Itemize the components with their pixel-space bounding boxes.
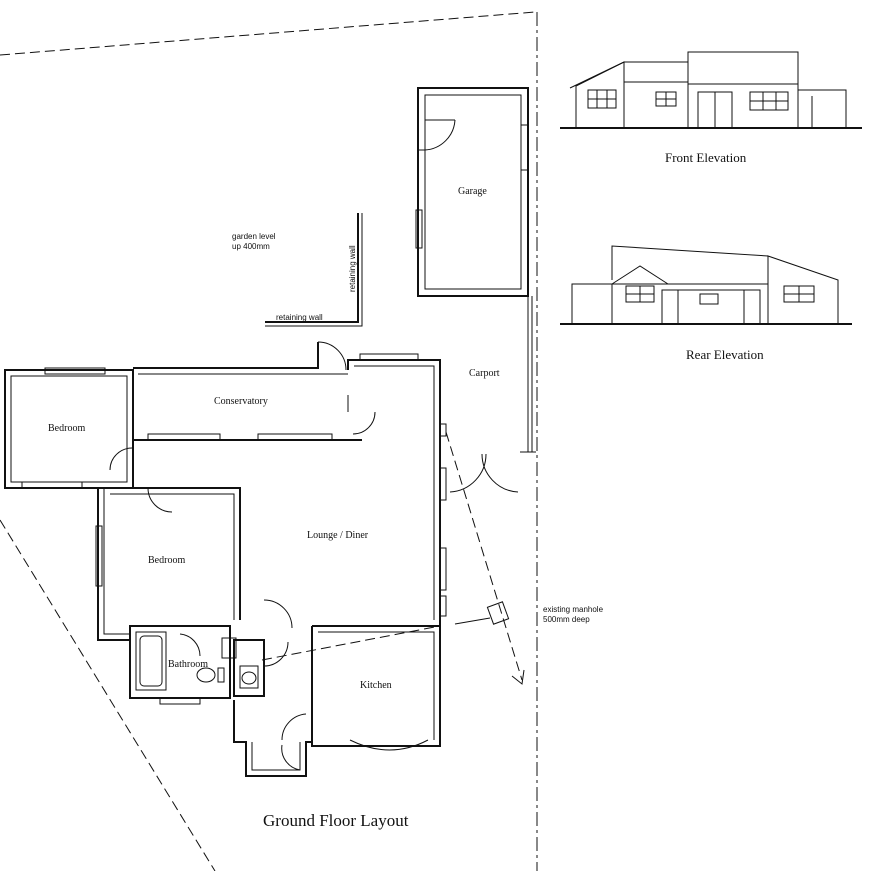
conservatory-label: Conservatory (214, 396, 268, 407)
manhole-note-line-1: existing manhole (543, 605, 604, 614)
garden-level-note-line-1: garden level (232, 232, 276, 241)
manhole-symbol (486, 601, 510, 625)
bathroom-label: Bathroom (168, 659, 208, 670)
garage-label: Garage (458, 186, 487, 197)
retaining-wall-label-horizontal: retaining wall (276, 313, 323, 322)
lounge-diner-label: Lounge / Diner (307, 530, 369, 541)
ground-floor-title: Ground Floor Layout (263, 811, 409, 830)
drainage-line (261, 431, 525, 685)
rear-elevation-drawing (560, 245, 852, 325)
manhole-note-line-2: 500mm deep (543, 615, 590, 624)
garden-level-note-line-2: up 400mm (232, 242, 270, 251)
rear-elevation-title: Rear Elevation (686, 347, 764, 362)
garage-walls (415, 87, 529, 297)
bedroom-1-label: Bedroom (48, 423, 85, 434)
site-boundary-lines (0, 11, 538, 871)
carport-lines (449, 296, 536, 493)
bedroom-2-label: Bedroom (148, 555, 185, 566)
carport-label: Carport (469, 368, 500, 379)
retaining-wall-label-vertical: retaining wall (348, 245, 357, 292)
kitchen-label: Kitchen (360, 680, 392, 691)
house-walls (4, 341, 447, 777)
front-elevation-title: Front Elevation (665, 150, 747, 165)
retaining-wall (265, 213, 363, 327)
front-elevation-drawing (560, 51, 862, 129)
